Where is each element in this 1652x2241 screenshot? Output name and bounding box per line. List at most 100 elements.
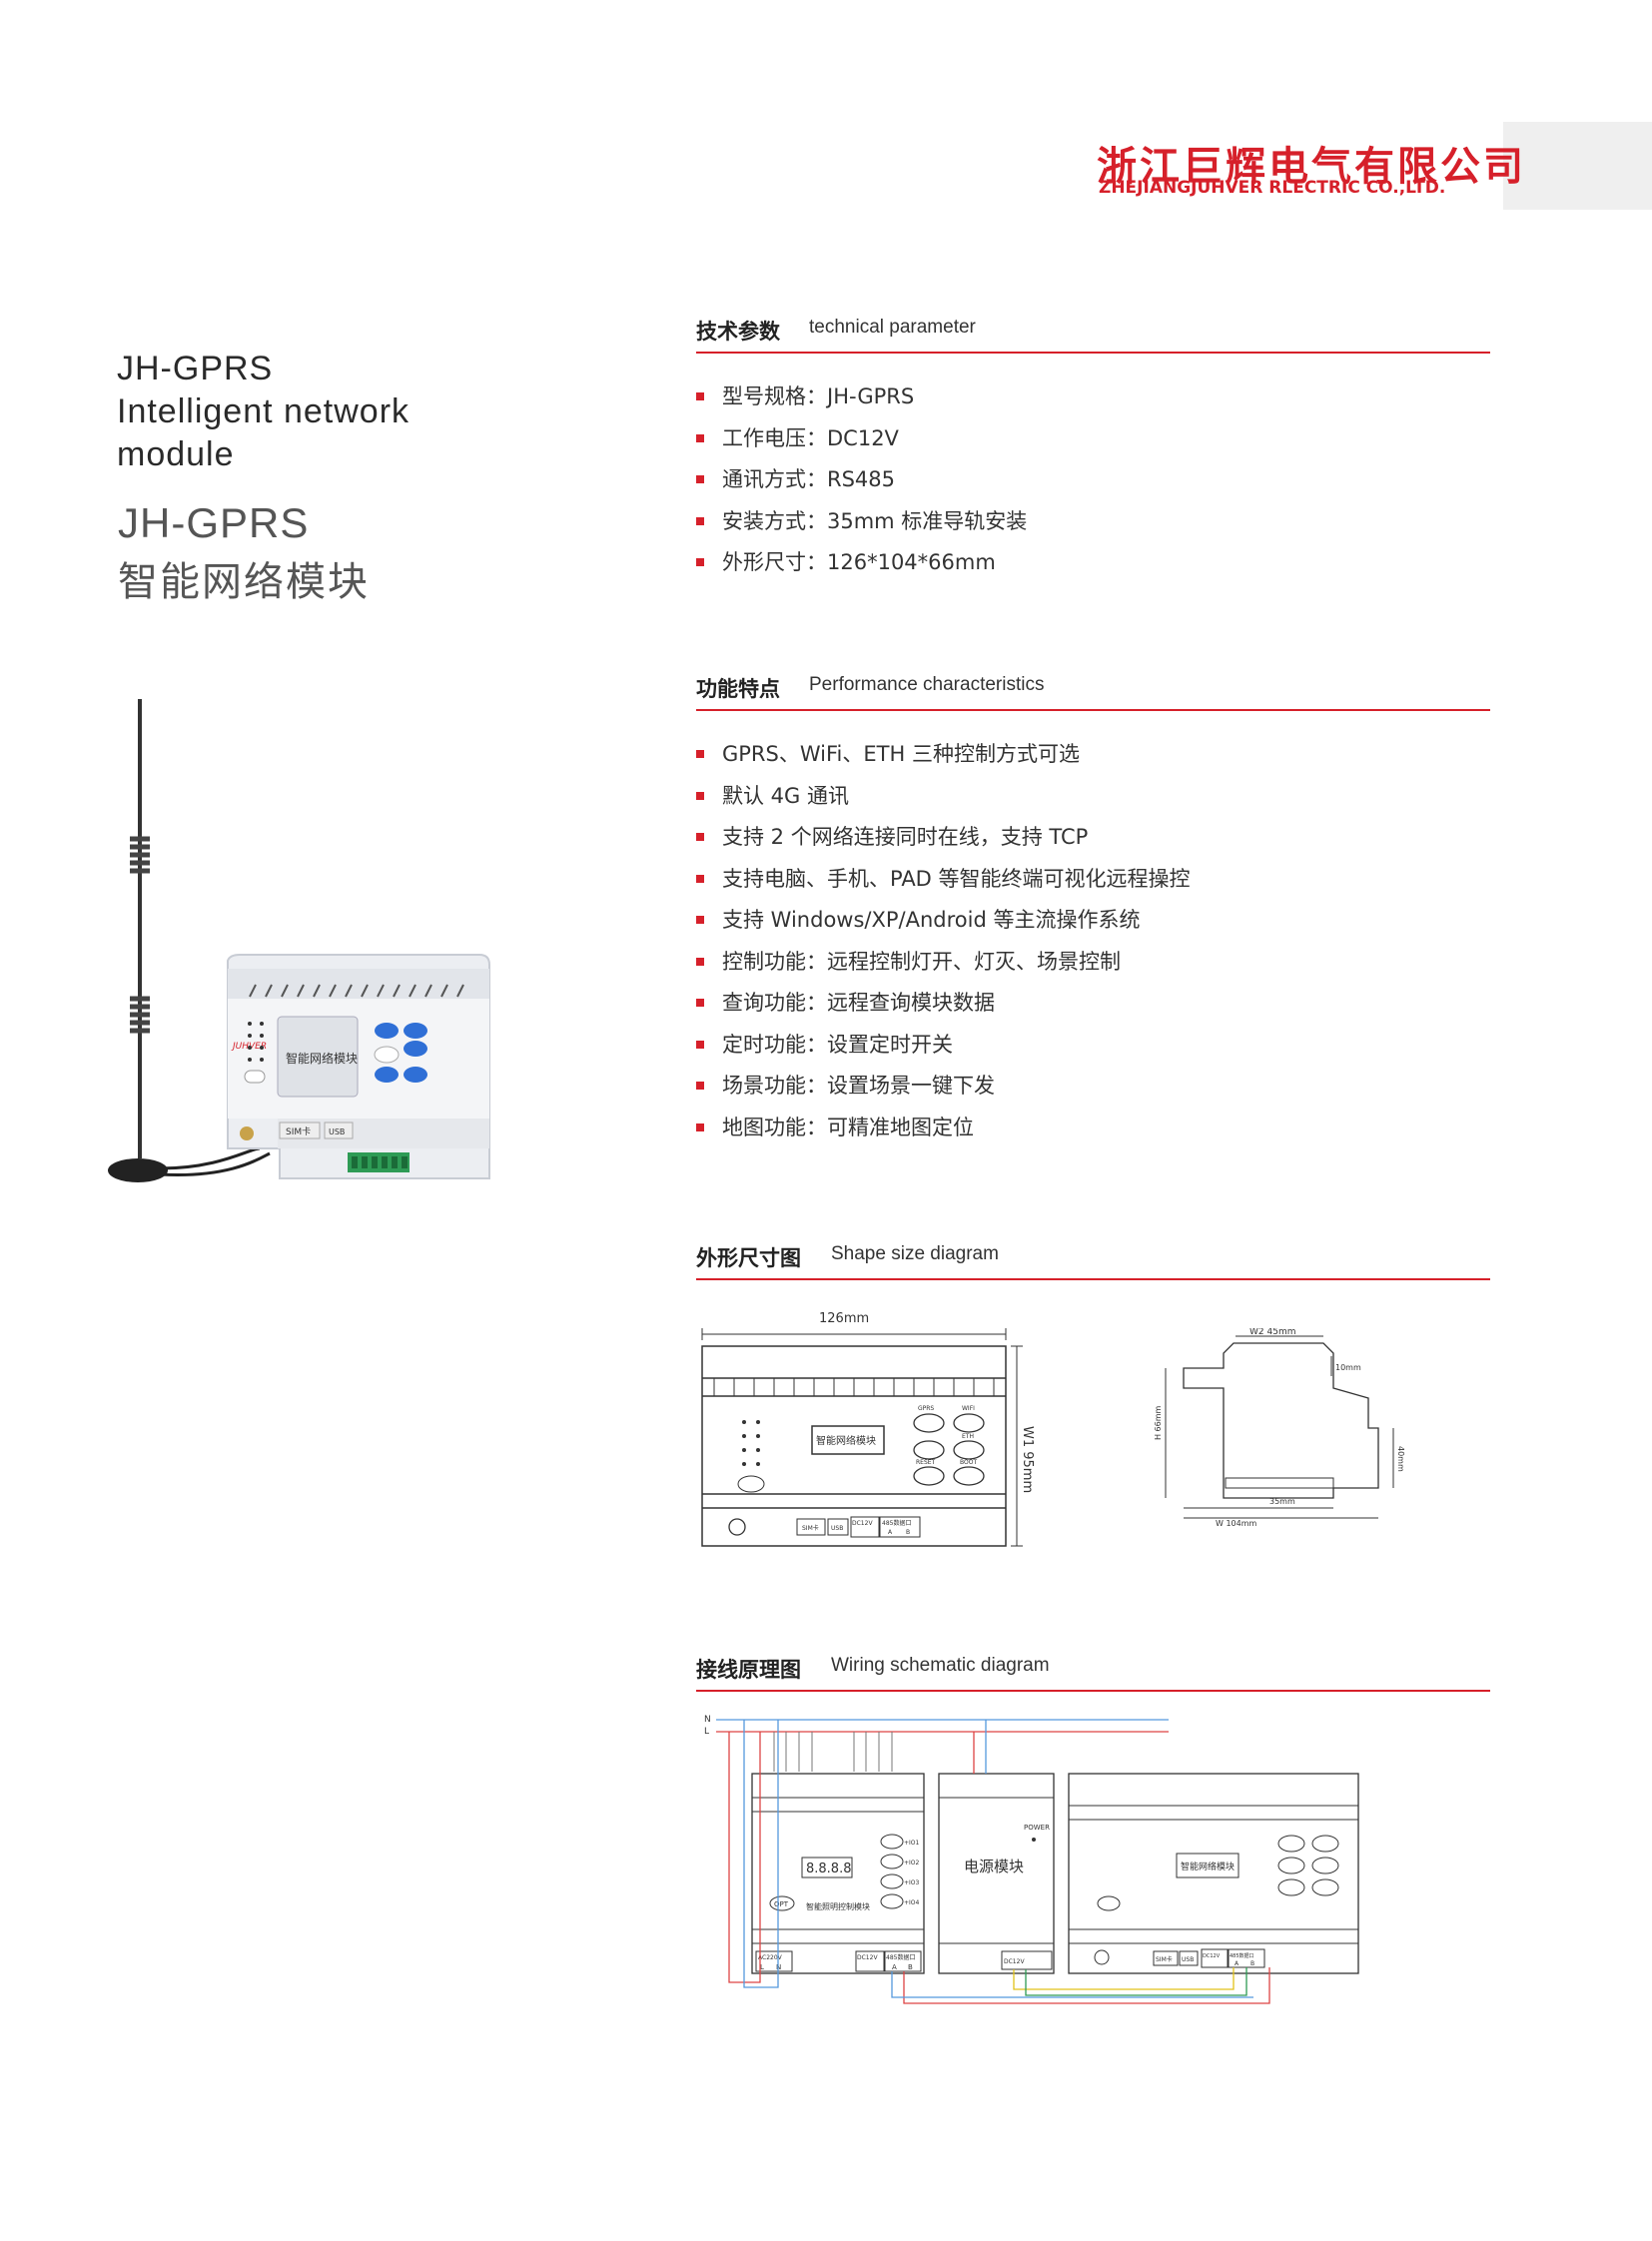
wiring-section-header: 接线原理图 Wiring schematic diagram [696,1650,1490,1692]
lighting-module-name: 智能照明控制模块 [806,1901,870,1911]
power-module: POWER 电源模块 DC12V [938,1773,1055,1974]
lighting-dc12v-label: DC12V [857,1954,878,1961]
side-right-label: 40mm [1396,1446,1405,1472]
shape-title-en: Shape size diagram [831,1243,999,1264]
list-item: 默认 4G 通讯 [696,781,1191,823]
list-item: 查询功能：远程查询模块数据 [696,988,1191,1030]
tech-list: 型号规格：JH-GPRS 工作电压：DC12V 通讯方式：RS485 安装方式：… [696,381,1027,589]
list-item: 外形尺寸：126*104*66mm [696,547,1027,589]
network-a-label: A [1235,1960,1239,1967]
list-item: 支持 2 个网络连接同时在线，支持 TCP [696,822,1191,864]
front-485-label: 485数据口 [882,1519,911,1527]
power-dc12v-label: DC12V [1004,1958,1025,1965]
header-gray-tab [1503,122,1652,210]
wiring-title-en: Wiring schematic diagram [831,1655,1050,1676]
antenna-coil [130,836,150,1034]
tech-title-en: technical parameter [809,317,976,338]
company-name-en: ZHEJIANGJUHVER RLECTRIC CO.,LTD. [1099,178,1446,198]
front-screen-text: 智能网络模块 [816,1434,876,1447]
photo-opt-button [244,1070,266,1084]
network-module: 智能网络模块 SIM卡 USB DC12V 485数据口 A B [1068,1773,1359,1974]
side-top-label: 10mm [1335,1363,1361,1372]
photo-leds [248,1022,264,1062]
photo-screen [277,1016,359,1098]
network-screen-text: 智能网络模块 [1181,1861,1235,1872]
lighting-io1-label: +IO1 [904,1840,920,1847]
front-height-label: W1 95mm [1020,1426,1034,1493]
front-leds [742,1420,760,1466]
network-usb-label: USB [1182,1956,1194,1963]
lighting-display: 8.8.8.8 [806,1862,851,1876]
features-list: GPRS、WiFi、ETH 三种控制方式可选 默认 4G 通讯 支持 2 个网络… [696,739,1191,1153]
side-h-label: H 66mm [1154,1405,1163,1440]
front-usb-label: USB [831,1525,843,1532]
list-item: 支持电脑、手机、PAD 等智能终端可视化远程操控 [696,864,1191,906]
list-item: 通讯方式：RS485 [696,464,1027,506]
side-w2-label: W2 45mm [1249,1328,1295,1337]
lamp-wires [773,1732,893,1772]
front-antenna-port [728,1518,746,1536]
company-name-cn: 浙江巨辉电气有限公司 [1097,144,1526,190]
wiring-title-cn: 接线原理图 [696,1658,801,1682]
list-item: 定时功能：设置定时开关 [696,1030,1191,1072]
module-body [227,954,490,1179]
front-sim-label: SIM卡 [802,1524,819,1532]
front-opt-button [737,1475,765,1493]
wiring-diagram: N L 8.8.8.8 OPT 智能照明控制模块 +IO1 +IO2 +IO3 … [704,1715,1359,2004]
lighting-io4-label: +IO4 [904,1899,920,1906]
lighting-l-label: L [760,1963,764,1971]
photo-blue-buttons [374,1023,427,1083]
tech-section-header: 技术参数 technical parameter [696,312,1490,354]
shape-section-header: 外形尺寸图 Shape size diagram [696,1238,1490,1280]
network-sim-label: SIM卡 [1156,1955,1173,1963]
lighting-485-label: 485数据口 [886,1953,915,1961]
lighting-b-label: B [908,1963,913,1971]
lighting-io3-label: +IO3 [904,1879,920,1886]
tech-title-cn: 技术参数 [696,320,780,344]
list-item: 支持 Windows/XP/Android 等主流操作系统 [696,905,1191,947]
network-b-label: B [1250,1960,1254,1967]
shape-title-cn: 外形尺寸图 [696,1246,801,1270]
network-485-label: 485数据口 [1230,1952,1254,1959]
list-item: 地图功能：可精准地图定位 [696,1113,1191,1154]
list-item: 场景功能：设置场景一键下发 [696,1071,1191,1113]
list-item: 安装方式：35mm 标准导轨安装 [696,506,1027,548]
side-w-label: W 104mm [1216,1519,1257,1528]
lighting-ac220v-label: AC220V [758,1954,783,1961]
front-reset-label: RESET [916,1459,936,1466]
photo-usb-label: USB [329,1127,345,1136]
power-indicator-label: POWER [1024,1824,1050,1832]
list-item: 控制功能：远程控制灯开、灯灭、场景控制 [696,947,1191,989]
front-boot-label: BOOT [960,1459,977,1466]
photo-sim-label: SIM卡 [286,1125,311,1137]
front-view-diagram: 126mm 智能网络模块 GPRS WIFI ETH RESET BOOT SI… [701,1311,1034,1547]
list-item: 工作电压：DC12V [696,423,1027,465]
front-wifi-label: WIFI [962,1405,975,1412]
front-dc12v-label: DC12V [852,1520,873,1527]
photo-terminal-block [348,1152,410,1172]
network-dc12v-label: DC12V [1203,1953,1221,1959]
front-buttons [913,1413,985,1486]
front-a-label: A [888,1529,893,1536]
front-screen [811,1425,885,1455]
list-item: 型号规格：JH-GPRS [696,381,1027,423]
features-title-cn: 功能特点 [696,677,780,701]
photo-antenna-port [240,1126,254,1140]
front-eth-label: ETH [962,1433,974,1440]
front-width-label: 126mm [819,1311,869,1326]
product-photo: JUHVER 智能网络模块 SIM卡 USB [108,699,490,1182]
front-b-label: B [906,1529,910,1536]
list-item: GPRS、WiFi、ETH 三种控制方式可选 [696,739,1191,781]
features-section-header: 功能特点 Performance characteristics [696,669,1490,711]
antenna-base [108,1158,168,1182]
wiring-l-label: L [704,1727,709,1737]
lighting-opt-label: OPT [774,1900,789,1908]
wiring-n-label: N [704,1715,711,1725]
bus-wires [728,1720,1270,2004]
lighting-io2-label: +IO2 [904,1860,920,1867]
product-name-cn: 智能网络模块 [118,559,370,605]
side-view-diagram: W2 45mm 10mm H 66mm 40mm 35mm W 104mm [1154,1328,1405,1528]
side-rail-label: 35mm [1269,1497,1295,1506]
lighting-module: 8.8.8.8 OPT 智能照明控制模块 +IO1 +IO2 +IO3 +IO4… [751,1773,925,1974]
product-model: JH-GPRS [118,499,310,546]
